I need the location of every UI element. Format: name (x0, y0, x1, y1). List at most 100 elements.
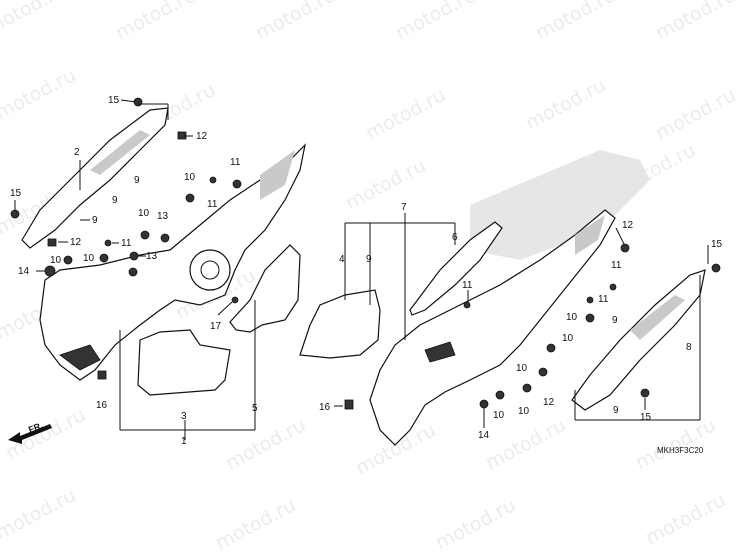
clip-12-icon (620, 243, 630, 253)
callout-8: 8 (686, 342, 692, 353)
callout-17: 17 (210, 321, 222, 332)
callout-14: 14 (18, 266, 30, 277)
bolt-11-icon (232, 179, 242, 189)
nut-10-icon (546, 343, 556, 353)
part-4-side-panel (299, 289, 381, 359)
nut-10-icon (495, 390, 505, 400)
watermark-text: motod.ru (112, 0, 199, 44)
callout-1: 1 (181, 436, 187, 447)
watermark-text: motod.ru (222, 414, 309, 474)
callout-3: 3 (181, 411, 187, 422)
callout-10: 10 (50, 255, 62, 266)
watermark-text: motod.ru (392, 0, 479, 44)
fastener-group (10, 97, 721, 410)
clip-12-icon (538, 367, 548, 377)
callout-4: 4 (339, 254, 345, 265)
callout-10: 10 (562, 333, 574, 344)
watermark-text: motod.ru (2, 404, 89, 464)
callout-9: 9 (366, 254, 372, 265)
callout-11: 11 (598, 294, 609, 305)
clip-16-icon (97, 370, 107, 380)
bolt-15-icon (640, 388, 650, 398)
callout-9: 9 (92, 215, 98, 226)
callout-11: 11 (121, 238, 132, 249)
callout-5: 5 (252, 403, 258, 414)
collar-14-icon (479, 399, 489, 409)
callout-10: 10 (184, 172, 196, 183)
nut-10-icon (99, 253, 109, 263)
callout-16: 16 (319, 402, 331, 413)
callout-12: 12 (196, 131, 208, 142)
watermark-text: motod.ru (642, 489, 729, 549)
watermark-text: motod.ru (212, 494, 299, 554)
watermark-text: motod.ru (632, 414, 719, 474)
bolt-11-icon (209, 176, 217, 184)
right-side-frame (369, 209, 616, 446)
callout-16: 16 (96, 400, 108, 411)
nut-10-icon (140, 230, 150, 240)
callout-12: 12 (543, 397, 555, 408)
nut-10-icon (585, 313, 595, 323)
callout-11: 11 (207, 199, 218, 210)
grommet-13-icon (129, 251, 139, 261)
callout-6: 6 (452, 232, 458, 243)
watermark-text: motod.ru (0, 484, 79, 544)
nut-10-icon (185, 193, 195, 203)
callout-15: 15 (640, 412, 652, 423)
callout-9: 9 (613, 405, 619, 416)
callout-11: 11 (230, 157, 241, 168)
callout-10: 10 (566, 312, 578, 323)
watermark-text: motod.ru (522, 74, 609, 134)
left-side-frame (39, 143, 306, 381)
bolt-11-icon (586, 296, 594, 304)
watermark-text: motod.ru (482, 414, 569, 474)
watermark-text: motod.ru (252, 0, 339, 44)
bolt-11-icon (463, 301, 471, 309)
nut-10-icon (63, 255, 73, 265)
callout-2: 2 (74, 147, 80, 158)
callout-15: 15 (10, 188, 22, 199)
clip-17-icon (231, 296, 239, 304)
callout-12: 12 (622, 220, 634, 231)
callout-10: 10 (83, 253, 95, 264)
watermark-text: motod.ru (652, 0, 739, 44)
bolt-11-icon (104, 239, 112, 247)
callout-13: 13 (146, 251, 158, 262)
background-silhouette (470, 150, 650, 260)
callout-14: 14 (478, 430, 490, 441)
part-5-side-panel (229, 244, 301, 333)
callout-10: 10 (493, 410, 505, 421)
part-3-side-panel (137, 329, 231, 396)
callout-labels: 15 2 12 9 9 15 9 12 10 10 14 11 10 11 10… (10, 95, 723, 447)
watermark-text: motod.ru (652, 84, 739, 144)
callout-12: 12 (70, 237, 82, 248)
watermark-text: motod.ru (362, 84, 449, 144)
diagram-code: MKH3F3C20 (657, 446, 704, 455)
part-8-cover-strip (571, 269, 706, 411)
callout-9: 9 (612, 315, 618, 326)
grommet-13-icon (160, 233, 170, 243)
leader-lines (14, 99, 709, 440)
nut-10-icon (522, 383, 532, 393)
watermark-text: motod.ru (0, 0, 69, 39)
bolt-11-icon (609, 283, 617, 291)
callout-13: 13 (157, 211, 169, 222)
callout-10: 10 (138, 208, 150, 219)
front-direction-arrow-icon: FR. (8, 420, 52, 444)
callout-10: 10 (518, 406, 530, 417)
bolt-15-icon (711, 263, 721, 273)
collar-14-icon (44, 265, 56, 277)
callout-11: 11 (462, 280, 473, 291)
nut-10-icon (128, 267, 138, 277)
callout-9: 9 (112, 195, 118, 206)
part-2-cover-strip (21, 107, 169, 249)
callout-15: 15 (108, 95, 120, 106)
bolt-15-icon (10, 209, 20, 219)
watermark-text: motod.ru (342, 154, 429, 214)
callout-10: 10 (516, 363, 528, 374)
callout-15: 15 (711, 239, 723, 250)
clip-12-icon (47, 238, 57, 247)
callout-9: 9 (134, 175, 140, 186)
